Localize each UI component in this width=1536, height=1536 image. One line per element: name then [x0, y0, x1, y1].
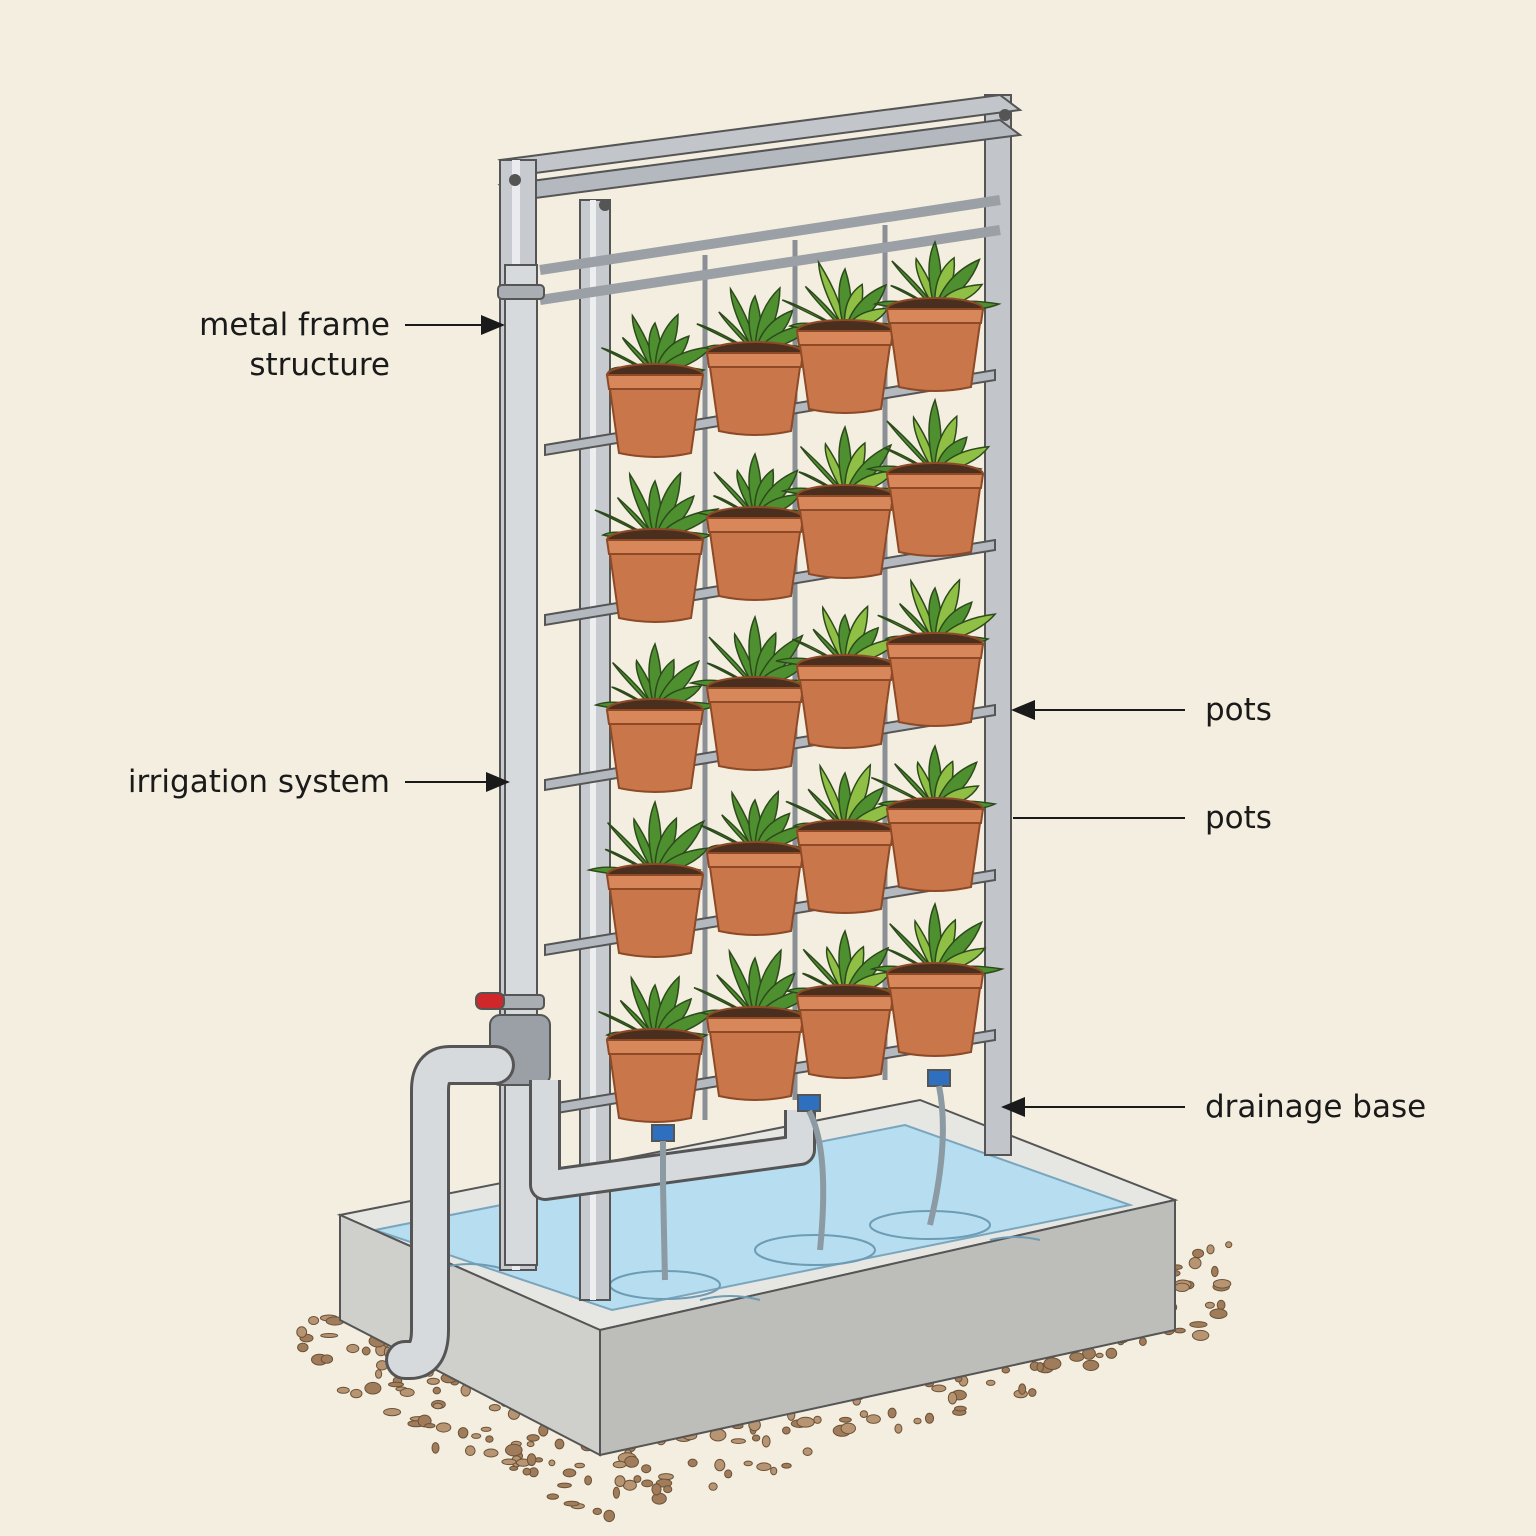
- pot: [869, 901, 1005, 1057]
- leader-lines: [405, 315, 1185, 1117]
- pots-grid: [586, 240, 1005, 1123]
- pot: [594, 471, 720, 623]
- label-metal-frame: metal frame structure: [150, 305, 390, 385]
- label-irrigation-system-text: irrigation system: [127, 764, 390, 800]
- label-metal-frame-line2: structure: [249, 347, 390, 383]
- pot: [696, 286, 818, 436]
- label-drainage-base-text: drainage base: [1205, 1089, 1427, 1125]
- pot: [865, 397, 991, 557]
- pot: [781, 259, 907, 414]
- pot: [870, 744, 998, 892]
- label-pots-2: pots: [1205, 798, 1272, 838]
- pot: [785, 763, 909, 914]
- label-pots-1: pots: [1205, 690, 1272, 730]
- label-irrigation-system: irrigation system: [90, 762, 390, 802]
- pot: [877, 578, 997, 727]
- pot: [593, 642, 721, 793]
- irrigation-pipes: [385, 264, 951, 1380]
- pot: [601, 312, 714, 458]
- pot: [598, 975, 716, 1123]
- pot: [586, 799, 710, 958]
- pot: [780, 424, 914, 579]
- label-pots-2-text: pots: [1205, 800, 1272, 836]
- label-metal-frame-line1: metal frame: [199, 307, 390, 343]
- pot: [775, 604, 903, 749]
- pot: [784, 929, 910, 1079]
- label-drainage-base: drainage base: [1205, 1087, 1426, 1127]
- label-pots-1-text: pots: [1205, 692, 1272, 728]
- valve-handle: [475, 992, 505, 1010]
- pot: [693, 948, 821, 1101]
- pot: [872, 240, 1002, 392]
